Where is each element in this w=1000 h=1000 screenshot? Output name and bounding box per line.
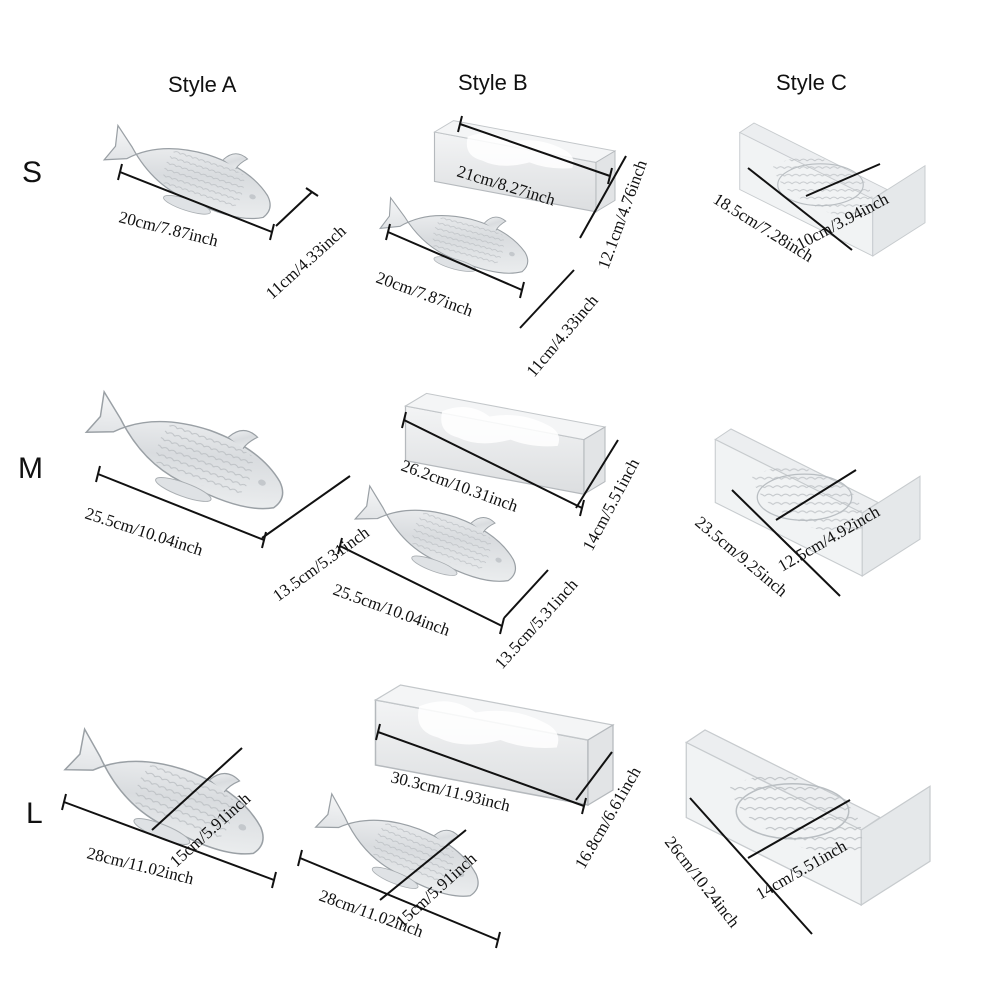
column-heading-style-a: Style A — [168, 72, 237, 97]
column-heading-style-b: Style B — [458, 70, 528, 95]
dimension-label: 11cm/4.33inch — [523, 291, 603, 381]
dimension-label: 13.5cm/5.31inch — [491, 575, 582, 673]
dimension-label: 25.5cm/10.04inch — [331, 580, 453, 640]
dimension-label: 11cm/4.33inch — [262, 221, 350, 303]
dimension-label: 20cm/7.87inch — [374, 268, 476, 321]
row-heading-s: S — [22, 156, 43, 189]
dimension-label: 26cm/10.24inch — [661, 833, 744, 932]
style-c-l-clear-mold — [685, 729, 931, 906]
row-heading-m: M — [18, 452, 43, 485]
style-a-m-mold — [76, 378, 301, 530]
column-heading-style-c: Style C — [776, 70, 847, 95]
dimension-label: 25.5cm/10.04inch — [83, 504, 206, 560]
dimension-line — [119, 171, 273, 233]
row-heading-l: L — [26, 797, 43, 830]
